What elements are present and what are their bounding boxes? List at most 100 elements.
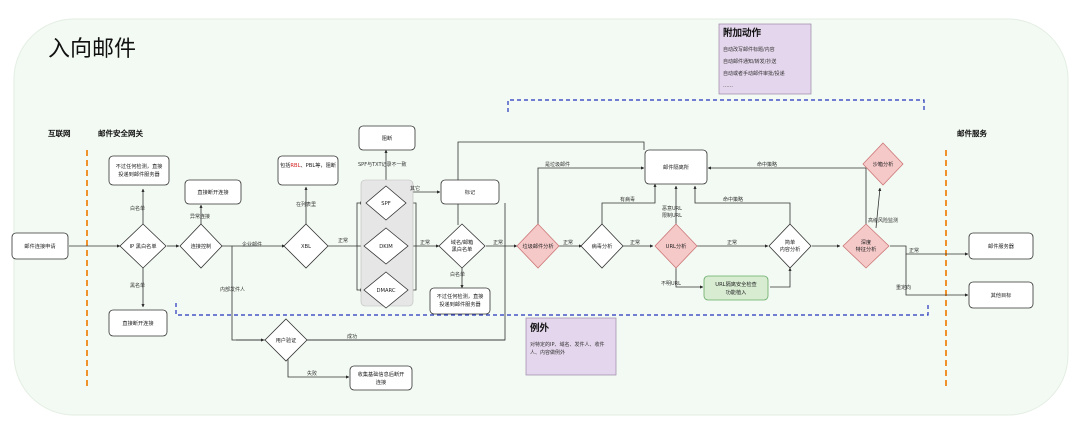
node-collect-disconnect-l2: 连接 (376, 378, 386, 386)
section-service: 邮件服务 (957, 128, 987, 138)
note-extra-title: 附加动作 (723, 27, 762, 39)
edge-label-normal-2: 正常 (420, 239, 430, 246)
note-extra-line-1: 自动改写邮件标题/内容 (723, 46, 775, 53)
edge-label-internal-sender: 内部发件人 (220, 286, 245, 293)
node-other-target (968, 281, 1034, 309)
edge-label-normal-out: 正常 (909, 247, 919, 254)
edge-label-is-spam: 是垃圾邮件 (545, 161, 570, 168)
edge-label-fail: 失败 (307, 370, 317, 377)
node-mail-server-label: 邮件服务器 (988, 242, 1015, 250)
node-dmarc (363, 271, 409, 309)
diagram-panel (13, 18, 1069, 416)
node-collect-disconnect-l1: 收集基础信息后断开 (358, 370, 405, 378)
node-quarantine (644, 149, 708, 185)
note-exception (525, 317, 617, 376)
node-url-sandbox-l1: URL隔离安全检查 (715, 280, 756, 288)
node-xbl-label: XBL (301, 244, 311, 250)
edge-label-success: 成功 (347, 333, 357, 340)
edge-label-hit-policy: 命中策略 (723, 196, 743, 203)
node-content-analysis-l1: 简单 (785, 238, 795, 246)
node-disconnect-top-label: 直接断开连接 (197, 188, 228, 196)
node-other-target-label: 其他目标 (991, 291, 1012, 299)
node-mark-label: 标记 (465, 188, 475, 196)
node-url-sandbox (703, 275, 769, 301)
note-extra-line-3: 自动或者手动邮件审批/投递 (723, 70, 785, 77)
node-disconnect-top (184, 179, 242, 205)
node-domain-whitelist-box (429, 287, 491, 315)
section-internet: 互联网 (48, 128, 71, 138)
node-spam-analysis-label: 垃圾邮件分析 (522, 242, 553, 250)
node-request (11, 232, 69, 260)
edge-label-normal-3: 正常 (493, 239, 503, 246)
node-url-analysis (654, 223, 698, 269)
node-url-sandbox-l2: 功能植入 (726, 288, 747, 296)
edge-label-enterprise-mail: 企业邮件 (242, 241, 262, 248)
node-domain-whitelist-box-l1: 不过任何检测，直接 (437, 292, 484, 300)
note-extra-actions (718, 23, 812, 95)
node-block (358, 125, 416, 151)
node-url-analysis-label: URL分析 (666, 242, 687, 250)
exception-bracket (175, 303, 929, 316)
edge-label-normal-1: 正常 (338, 237, 348, 244)
node-collect-disconnect (349, 365, 413, 391)
edge-label-unknown-url: 不明URL (661, 281, 681, 287)
edge-label-whitelist: 白名单 (130, 205, 145, 212)
node-content-analysis-l2: 内容分析 (780, 245, 801, 253)
node-sandbox-analysis (862, 142, 904, 186)
node-ip-list (119, 223, 167, 269)
node-deep-analysis (842, 223, 890, 269)
node-virus-analysis-label: 病毒分析 (592, 242, 613, 250)
section-gateway: 邮件安全网关 (98, 128, 143, 138)
node-dmarc-label: DMARC (377, 288, 396, 294)
page-title: 入向邮件 (48, 37, 136, 62)
node-request-label: 邮件连接申请 (24, 242, 55, 250)
node-spam-analysis (516, 223, 560, 269)
edge-label-high-risk: 高级风险监测 (868, 217, 898, 224)
edge-label-normal-6: 正常 (727, 239, 737, 246)
edge-label-abnormal-conn: 异常连接 (190, 213, 210, 220)
edge-label-spf-txt: SPF与TXT记录不一致 (358, 161, 407, 168)
node-domain-whitelist (438, 223, 486, 269)
node-disconnect-bottom-label: 直接断开连接 (122, 319, 153, 327)
node-content-analysis (768, 223, 812, 269)
edge-labels: 白名单 黑名单 异常连接 企业邮件 内部发件人 在列表里 正常 SPF与TXT记… (130, 161, 919, 377)
note-extra-line-2: 自动邮件通知/转发/抄送 (723, 58, 776, 65)
node-xbl-note (277, 155, 339, 186)
node-user-verify (264, 318, 308, 362)
edge-label-redirect: 重定向 (896, 284, 911, 291)
node-conn-control (179, 223, 223, 269)
node-whitelist-box (108, 155, 170, 186)
edge-label-has-virus: 有病毒 (620, 196, 635, 203)
node-deep-analysis-l2: 特征分析 (856, 245, 877, 253)
note-extra-line-4: …… (723, 83, 733, 89)
node-mark (440, 179, 500, 205)
node-ip-list-label: IP 黑白名单 (129, 242, 156, 250)
edge-label-other: 其它 (410, 185, 420, 192)
node-block-label: 阻断 (382, 134, 392, 142)
edge-label-normal-5: 正常 (630, 239, 640, 246)
edge-label-blacklist: 黑名单 (130, 282, 145, 289)
edge-label-in-list: 在列表里 (296, 201, 316, 208)
node-conn-control-label: 连接控制 (191, 242, 212, 250)
node-spf-label: SPF (381, 201, 390, 207)
note-exception-line-1: 对特定的IP、域名、发件人、收件 (530, 341, 605, 348)
node-whitelist-box-l1: 不过任何检测，直接 (116, 162, 163, 170)
node-sandbox-analysis-label: 沙箱分析 (873, 160, 894, 168)
node-xbl-note-l1: 包括RBL、PBL等，阻断 (280, 161, 336, 169)
node-quarantine-label: 邮件隔离所 (663, 163, 689, 171)
node-whitelist-box-l2: 投递到邮件服务器 (118, 170, 160, 178)
edge-label-hit-policy-2: 命中策略 (757, 161, 777, 168)
node-deep-analysis-l1: 深度 (861, 238, 871, 246)
node-domain-whitelist-box-l2: 投递到邮件服务器 (439, 300, 481, 308)
edge-label-malicious-url-1: 恶意URL (662, 205, 682, 212)
note-exception-title: 例外 (530, 322, 550, 334)
node-dkim (363, 227, 409, 265)
node-domain-whitelist-l1: 域名/邮箱 (451, 238, 474, 246)
node-virus-analysis (580, 223, 624, 269)
node-mail-server (968, 232, 1034, 260)
node-user-verify-label: 用户验证 (276, 336, 297, 344)
node-xbl (283, 223, 329, 269)
edge-label-whitelist-2: 白名单 (450, 271, 465, 278)
extra-actions-bracket (507, 99, 925, 112)
